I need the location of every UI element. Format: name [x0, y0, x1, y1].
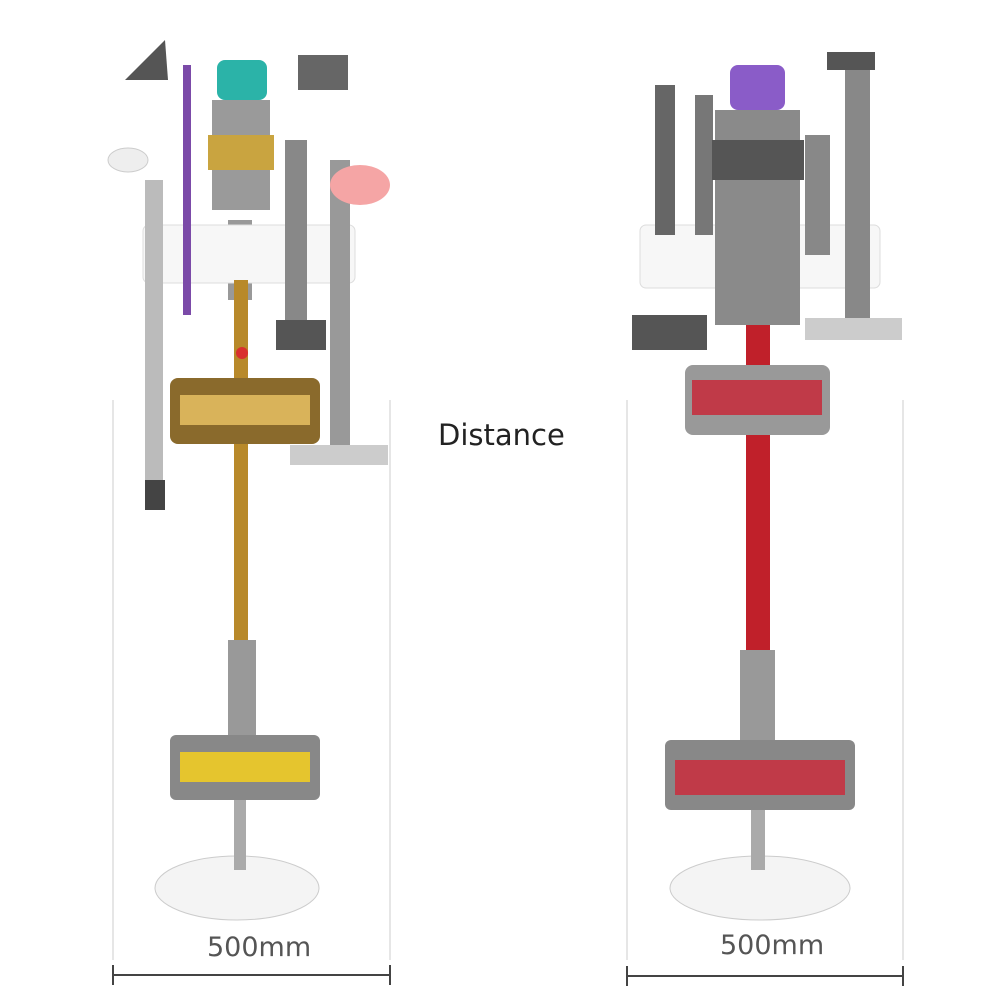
right-bin [730, 65, 785, 110]
left-dimension [112, 400, 391, 960]
right-dimension-line [626, 966, 904, 986]
distance-label: Distance [438, 418, 565, 452]
left-dimension-line [112, 965, 391, 985]
right-width-label: 500mm [720, 930, 825, 961]
left-width-label: 500mm [207, 932, 312, 963]
left-bin [217, 60, 267, 100]
right-vacuum-stand [632, 52, 902, 921]
left-vacuum-stand [107, 40, 390, 921]
right-dimension [626, 400, 904, 960]
